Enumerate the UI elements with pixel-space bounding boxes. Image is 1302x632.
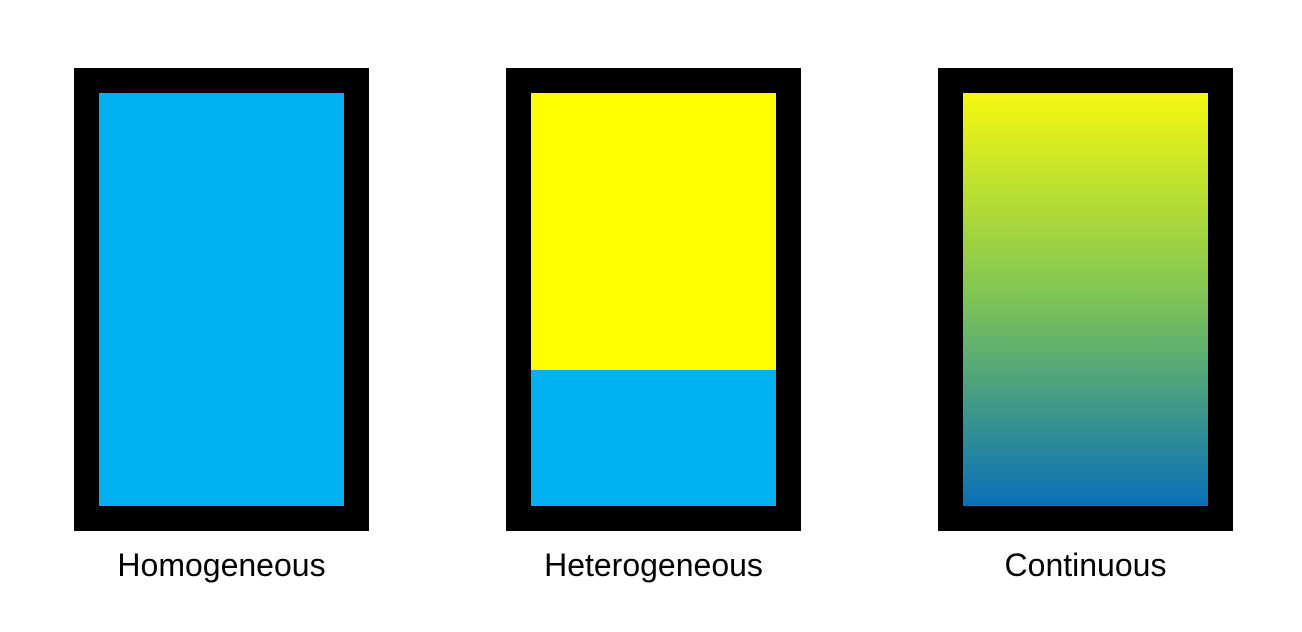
heterogeneous-fill	[531, 93, 776, 506]
heterogeneous-label: Heterogeneous	[544, 547, 763, 583]
homogeneous-label: Homogeneous	[117, 547, 326, 583]
heterogeneous-top-region	[531, 93, 776, 370]
homogeneous-frame	[74, 68, 369, 531]
continuous-fill	[963, 93, 1208, 506]
heterogeneous-frame	[506, 68, 801, 531]
continuous-frame	[938, 68, 1233, 531]
homogeneous-fill	[99, 93, 344, 506]
continuous-label: Continuous	[1004, 547, 1167, 583]
heterogeneous-bottom-region	[531, 369, 776, 506]
